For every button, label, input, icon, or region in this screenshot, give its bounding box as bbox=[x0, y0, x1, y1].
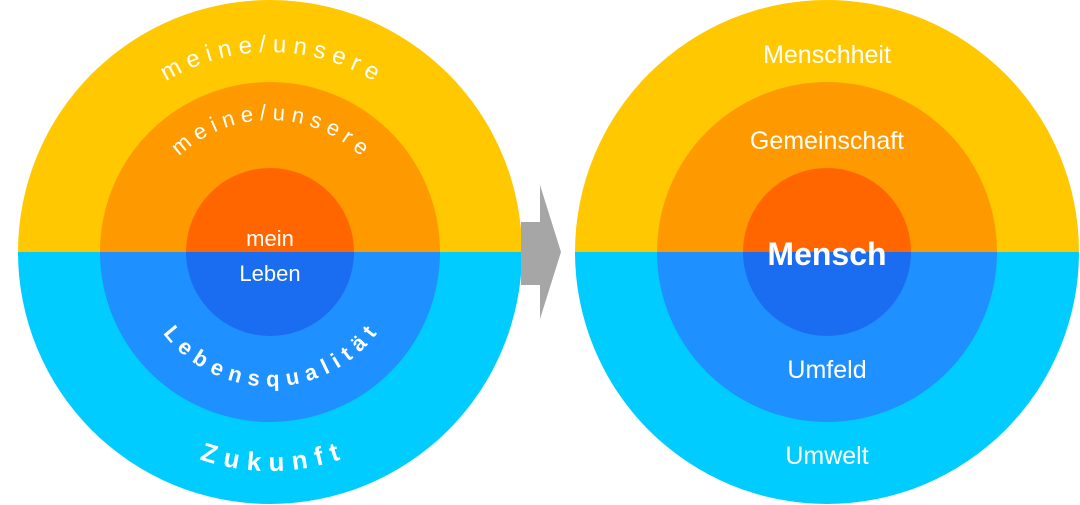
right-core-bottom bbox=[743, 252, 911, 336]
right-arrow-icon bbox=[521, 185, 561, 319]
right-outer-bottom-label: Umwelt bbox=[785, 442, 868, 470]
right-middle-bottom-label: Umfeld bbox=[787, 356, 866, 384]
right-circle-diagram: Menschheit Gemeinschaft Mensch Umfeld Um… bbox=[575, 0, 1079, 504]
left-circle-diagram: m e i n e / u n s e r e m e i n e / u n … bbox=[18, 0, 522, 504]
right-middle-ring-bottom bbox=[657, 252, 997, 422]
left-middle-ring-bottom bbox=[100, 252, 440, 422]
left-core-bottom-label: Leben bbox=[239, 261, 300, 286]
right-core-label: Mensch bbox=[767, 236, 886, 272]
left-core-bottom bbox=[186, 252, 354, 336]
right-middle-top-label: Gemeinschaft bbox=[750, 127, 904, 155]
right-core-top bbox=[743, 168, 911, 252]
right-middle-ring-top bbox=[657, 82, 997, 252]
left-middle-ring-top bbox=[100, 82, 440, 252]
left-core-top bbox=[186, 168, 354, 252]
right-outer-top-label: Menschheit bbox=[763, 41, 891, 69]
left-core-top-label: mein bbox=[246, 226, 294, 251]
